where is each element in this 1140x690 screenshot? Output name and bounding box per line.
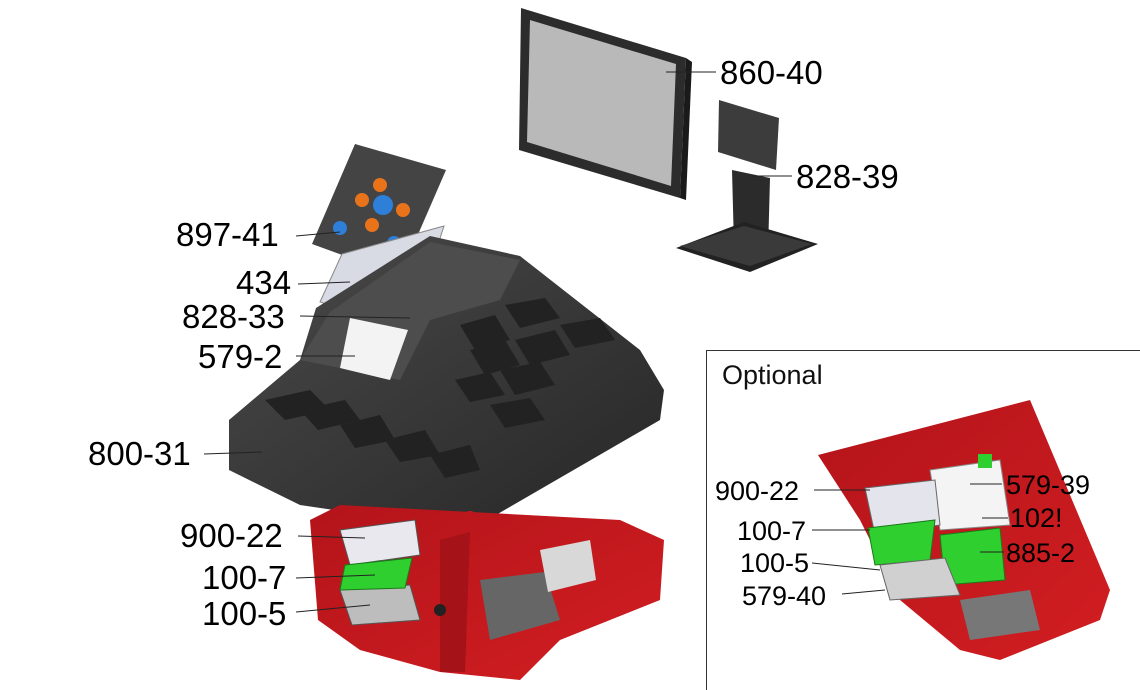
label-monitor-stand: 828-39 — [796, 158, 899, 195]
label-keypad-overlay: 897-41 — [176, 216, 279, 253]
red-base — [310, 505, 664, 680]
inset-label-module-box: 579-39 — [1006, 470, 1091, 500]
console-slots — [265, 298, 615, 478]
inset-title: Optional — [722, 360, 823, 390]
label-base-board: 100-5 — [202, 595, 287, 632]
label-control-board: 100-7 — [202, 559, 287, 596]
leader-lines — [203, 71, 1008, 613]
label-plate: 434 — [236, 264, 292, 301]
inset-label-power-supply: 900-22 — [715, 476, 800, 506]
inset-red-base — [818, 400, 1110, 660]
inset-label-mount-plate: 579-40 — [742, 581, 827, 611]
label-bracket: 828-33 — [182, 298, 285, 335]
label-power-supply: 900-22 — [180, 517, 283, 554]
inset-label-control-board: 100-7 — [737, 516, 807, 546]
inset-label-base-board: 100-5 — [740, 548, 810, 578]
console-housing — [229, 236, 664, 530]
inset-label-relay: 102! — [1010, 503, 1063, 533]
inset-label-relay-board: 885-2 — [1006, 538, 1076, 568]
label-keypad-board: 579-2 — [198, 338, 283, 375]
monitor-stand — [676, 100, 818, 272]
monitor — [519, 8, 692, 200]
label-console-housing: 800-31 — [88, 435, 191, 472]
optional-inset-frame — [706, 350, 1140, 690]
label-monitor: 860-40 — [720, 54, 823, 91]
